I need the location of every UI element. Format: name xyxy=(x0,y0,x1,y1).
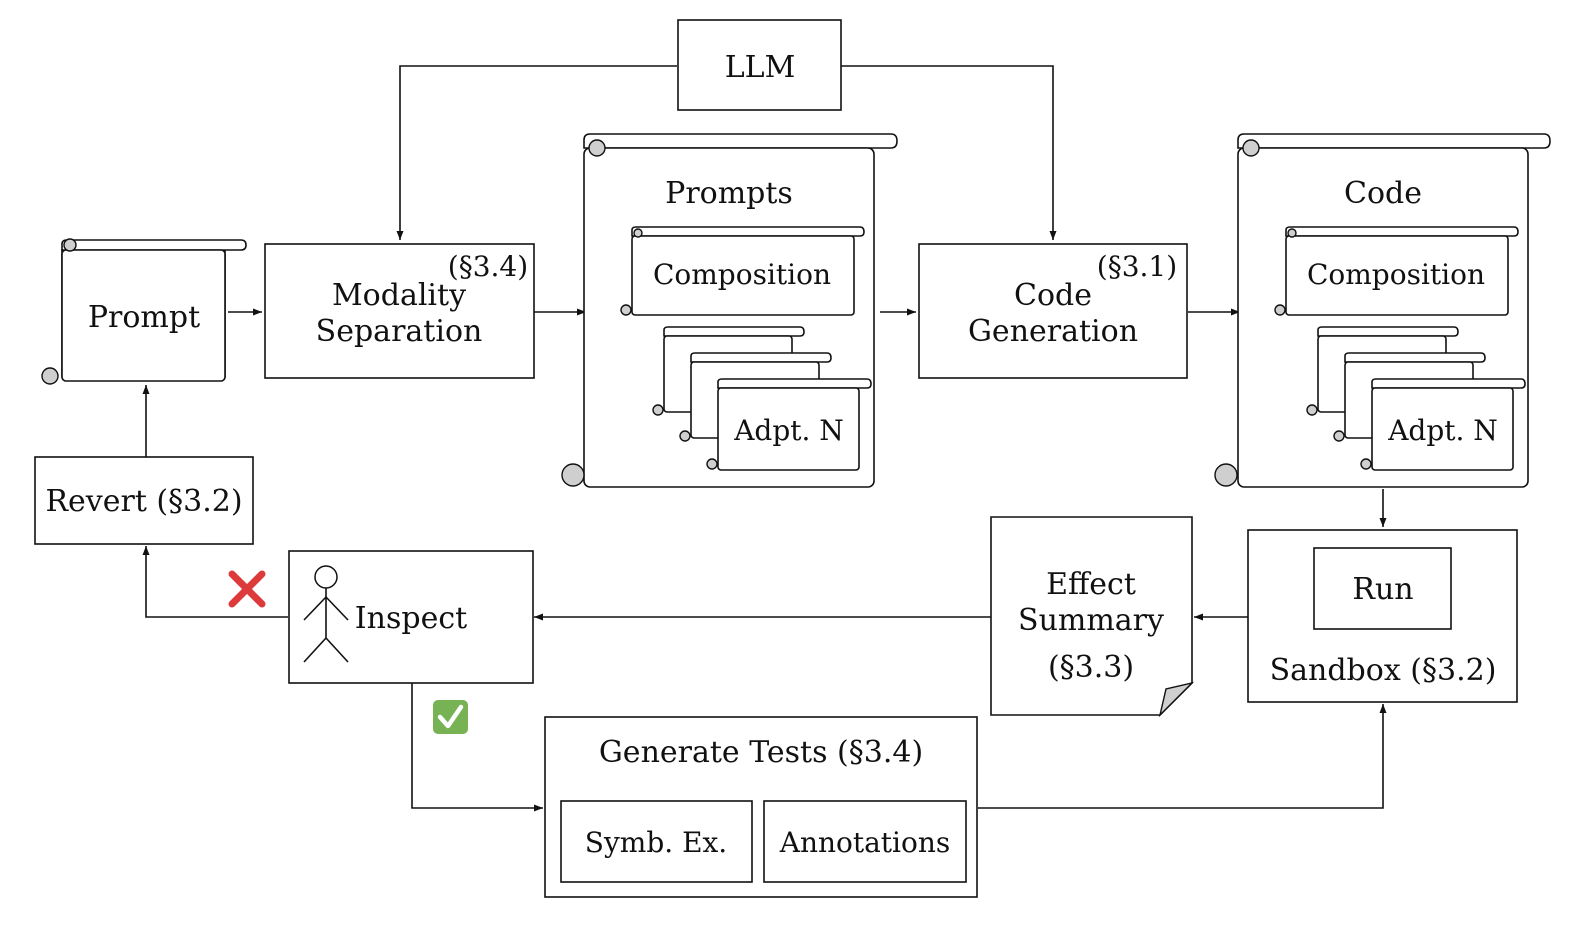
prompts-adapter-stack: Adpt. N xyxy=(652,326,872,471)
code-composition-label: Composition xyxy=(1307,258,1485,291)
prompt-label: Prompt xyxy=(88,300,200,335)
revert-node: Revert (§3.2) xyxy=(34,456,254,545)
inspect-node: Inspect xyxy=(288,550,534,684)
code-generation-node: Code Generation (§3.1) xyxy=(918,243,1188,379)
effect-label-line2: Summary xyxy=(1018,603,1164,638)
person-icon xyxy=(303,565,349,663)
llm-node: LLM xyxy=(677,19,842,111)
arrow-llm-to-modality xyxy=(396,65,677,240)
arrow-inspect-to-revert xyxy=(142,546,288,618)
check-mark-icon xyxy=(433,700,468,734)
generate-tests-node: Generate Tests (§3.4) Symb. Ex. Annotati… xyxy=(544,716,978,898)
symb-ex-label: Symb. Ex. xyxy=(585,826,727,859)
effect-label-line1: Effect xyxy=(1046,567,1136,602)
prompt-scroll: Prompt xyxy=(41,238,247,385)
modality-separation-node: Modality Separation (§3.4) xyxy=(264,243,535,379)
symb-ex-box xyxy=(560,800,753,883)
codegen-label-line1: Code xyxy=(1014,278,1092,313)
arrow-inspect-to-tests xyxy=(411,683,543,812)
sandbox-node: Run Sandbox (§3.2) xyxy=(1247,529,1518,703)
revert-label: Revert (§3.2) xyxy=(45,484,242,519)
codegen-ref: (§3.1) xyxy=(1097,250,1177,283)
code-adapter-stack: Adpt. N xyxy=(1306,326,1526,471)
arrow-llm-to-codegen xyxy=(840,65,1057,240)
cross-mark-icon xyxy=(228,570,266,608)
run-box xyxy=(1313,547,1452,630)
llm-label: LLM xyxy=(725,50,796,85)
generate-tests-label: Generate Tests (§3.4) xyxy=(599,735,923,770)
run-label: Run xyxy=(1352,572,1413,607)
inspect-label: Inspect xyxy=(355,601,467,636)
code-adapter-label: Adpt. N xyxy=(1387,414,1498,447)
prompts-adapter-label: Adpt. N xyxy=(733,414,844,447)
connectors xyxy=(142,65,1387,812)
sandbox-label: Sandbox (§3.2) xyxy=(1270,653,1497,688)
effect-ref: (§3.3) xyxy=(1048,650,1134,685)
prompts-title: Prompts xyxy=(665,176,793,211)
modality-label-line1: Modality xyxy=(332,278,466,313)
code-composition-scroll: Composition xyxy=(1274,226,1519,316)
code-scroll: Code Composition Adpt. N xyxy=(1214,133,1551,488)
modality-label-line2: Separation xyxy=(316,314,483,349)
codegen-label-line2: Generation xyxy=(968,314,1138,349)
annotations-box xyxy=(763,800,967,883)
arrow-tests-to-sandbox xyxy=(978,704,1387,809)
modality-ref: (§3.4) xyxy=(448,250,528,283)
prompts-composition-label: Composition xyxy=(653,258,831,291)
code-title: Code xyxy=(1344,176,1422,211)
prompts-scroll: Prompts Composition Adpt. xyxy=(561,133,898,488)
annotations-label: Annotations xyxy=(779,826,951,859)
effect-summary-node: Effect Summary (§3.3) xyxy=(990,516,1195,718)
prompts-composition-scroll: Composition xyxy=(620,226,865,316)
